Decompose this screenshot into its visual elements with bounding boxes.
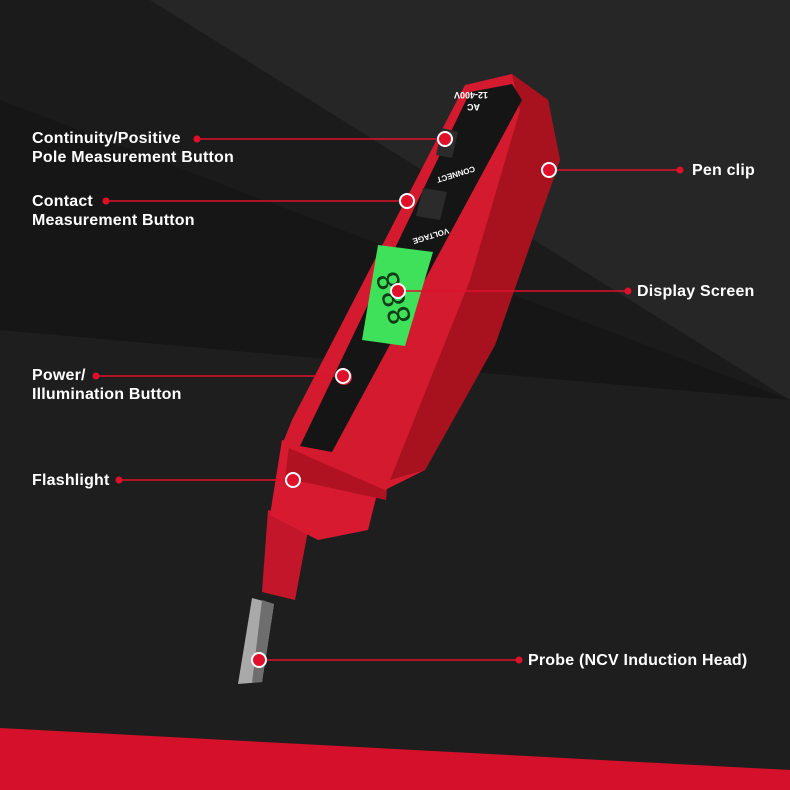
label-line: Continuity/Positive [32, 130, 181, 147]
label-line: Power/ [32, 367, 86, 384]
callout-lines [96, 138, 680, 661]
voltage-button [416, 188, 447, 220]
label-flashlight: Flashlight [32, 472, 110, 489]
label-display-screen: Display Screen [637, 283, 755, 300]
label-power-button: Power/ Illumination Button [32, 366, 182, 404]
bg-red-band [0, 728, 790, 790]
mode-marking: AC [467, 102, 480, 112]
label-line: Pole Measurement Button [32, 149, 234, 166]
callout-dots [92, 131, 684, 668]
label-continuity-button: Continuity/Positive Pole Measurement But… [32, 129, 234, 167]
nose-cone [262, 510, 310, 600]
label-contact-button: Contact Measurement Button [32, 192, 195, 230]
label-probe: Probe (NCV Induction Head) [528, 652, 748, 669]
label-line: Illumination Button [32, 386, 182, 403]
label-pen-clip: Pen clip [692, 162, 755, 179]
bg-panel-bottom [0, 330, 790, 790]
label-line: Measurement Button [32, 212, 195, 229]
label-line: Contact [32, 193, 93, 210]
tester-pen: 888 12-400V AC CONNECT VOLTAGE [238, 74, 560, 684]
range-marking: 12-400V [454, 90, 488, 100]
